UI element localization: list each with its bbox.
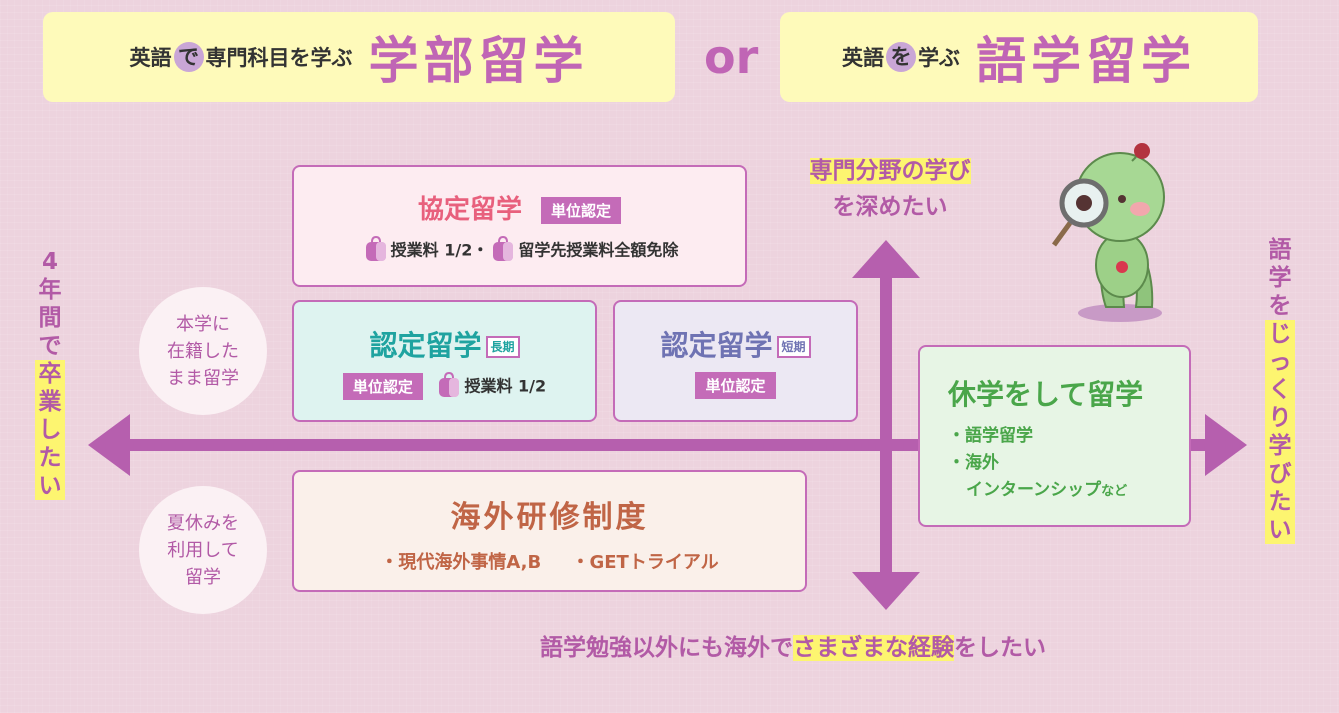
axis-left-char: た (38, 445, 62, 471)
axis-right-char: い (1268, 517, 1292, 543)
banner-left-post: 専門科目を学ぶ (205, 46, 353, 70)
axis-right-char: く (1268, 377, 1292, 403)
approved-short-credit-tag: 単位認定 (695, 372, 776, 399)
axis-left-char: い (38, 473, 62, 499)
overseas-training-title: 海外研修制度 (450, 500, 649, 535)
right-arrowhead (1205, 414, 1247, 476)
purse-icon (492, 235, 514, 266)
axis-bottom-highlight: さまざまな経験 (793, 635, 954, 661)
exchange-title: 協定留学 (417, 195, 522, 225)
axis-top-line2: を深めたい (832, 194, 948, 220)
axis-bottom-post: をしたい (954, 635, 1046, 661)
bubble-upper-line2: 在籍した (167, 340, 239, 362)
axis-right-char: 学 (1268, 265, 1292, 291)
banner-right-pre: 英語 (842, 46, 884, 70)
axis-right-char: 語 (1268, 237, 1292, 263)
banner-right-post: 学ぶ (918, 46, 960, 70)
exchange-fee2: 留学先授業料全額免除 (518, 240, 679, 260)
purse-icon (438, 371, 460, 402)
axis-right-char: り (1268, 405, 1292, 431)
approved-long-sub: 長期 (485, 336, 520, 358)
axis-right-char: じ (1268, 321, 1292, 347)
axis-left-char: 年 (38, 277, 62, 303)
banner-right-particle: を (886, 42, 916, 72)
banner-left-particle: で (173, 42, 204, 72)
axis-right-char: た (1268, 489, 1292, 515)
overseas-item2: ・GETトライアル (571, 552, 719, 573)
axis-right-highlight: じっくり学びたい (1265, 320, 1295, 544)
axis-left-char: 卒 (38, 361, 62, 387)
box-approved-short: 認定留学短期 単位認定 (613, 300, 858, 422)
axis-left-char: で (38, 333, 62, 359)
leave-item1: ・語学留学 (948, 426, 1033, 446)
bubble-lower-line1: 夏休みを (167, 512, 239, 534)
exchange-credit-tag: 単位認定 (541, 197, 622, 224)
axis-right-pre: 語学を (1265, 236, 1295, 320)
overseas-item1: ・現代海外事情A,B (380, 552, 542, 573)
approved-long-credit-tag: 単位認定 (342, 372, 423, 400)
leave-item3: インターンシップ (966, 480, 1102, 500)
axis-left-char: し (38, 417, 62, 443)
bubble-upper-line1: 本学に (176, 313, 230, 335)
approved-long-fee: 授業料 1/2 (464, 376, 547, 396)
bubble-lower-line2: 利用して (167, 539, 239, 561)
top-arrowhead (852, 240, 920, 278)
box-leave-of-absence: 休学をして留学 ・語学留学 ・海外 インターンシップなど (918, 345, 1191, 527)
banner-right-title: 語学留学 (976, 32, 1196, 90)
axis-right-label: 語学を じっくり学びたい (1262, 236, 1298, 544)
banner-language-study: 英語を学ぶ 語学留学 (780, 12, 1258, 102)
axis-right-char: び (1268, 461, 1292, 487)
banner-faculty-study: 英語で専門科目を学ぶ 学部留学 (43, 12, 675, 102)
approved-short-title: 認定留学 (660, 329, 773, 362)
leave-item2: ・海外 (948, 453, 999, 473)
approved-long-title: 認定留学 (369, 329, 482, 362)
bubble-stay-enrolled: 本学に 在籍した まま留学 (139, 287, 267, 415)
axis-right-char: っ (1268, 349, 1292, 375)
axis-bottom-pre: 語学勉強以外にも海外で (540, 635, 793, 661)
bubble-summer-break: 夏休みを 利用して 留学 (139, 486, 267, 614)
axis-right-char: を (1268, 293, 1292, 319)
exchange-fee1: 授業料 1/2・ (390, 240, 489, 260)
axis-bottom-label: 語学勉強以外にも海外でさまざまな経験をしたい (540, 628, 1046, 662)
bubble-upper-line3: まま留学 (167, 367, 239, 389)
box-approved-long: 認定留学長期 単位認定 授業料 1/2 (292, 300, 597, 422)
left-arrowhead (88, 414, 130, 476)
magnifier-mascot (1051, 143, 1165, 322)
banner-left-title: 学部留学 (368, 32, 589, 90)
leave-title: 休学をして留学 (948, 378, 1144, 411)
purse-icon (365, 235, 387, 266)
axis-top-label: 専門分野の学び を深めたい (775, 153, 1005, 225)
banner-left-pre: 英語 (129, 46, 172, 70)
box-overseas-training: 海外研修制度 ・現代海外事情A,B ・GETトライアル (292, 470, 807, 592)
box-exchange-study: 協定留学 単位認定 授業料 1/2・ 留学先授業料全額免除 (292, 165, 747, 287)
axis-left-char: 間 (38, 305, 62, 331)
axis-left-highlight: 卒業したい (35, 360, 65, 500)
approved-short-sub: 短期 (776, 336, 811, 358)
axis-left-char: 4 (41, 249, 58, 275)
or-label: or (704, 30, 759, 84)
axis-left-char: 業 (38, 389, 62, 415)
bottom-arrowhead (852, 572, 920, 610)
bubble-lower-line3: 留学 (185, 566, 221, 588)
axis-top-line1: 専門分野の学び (809, 158, 971, 184)
axis-right-char: 学 (1268, 433, 1292, 459)
leave-item3-suffix: など (1101, 484, 1128, 499)
